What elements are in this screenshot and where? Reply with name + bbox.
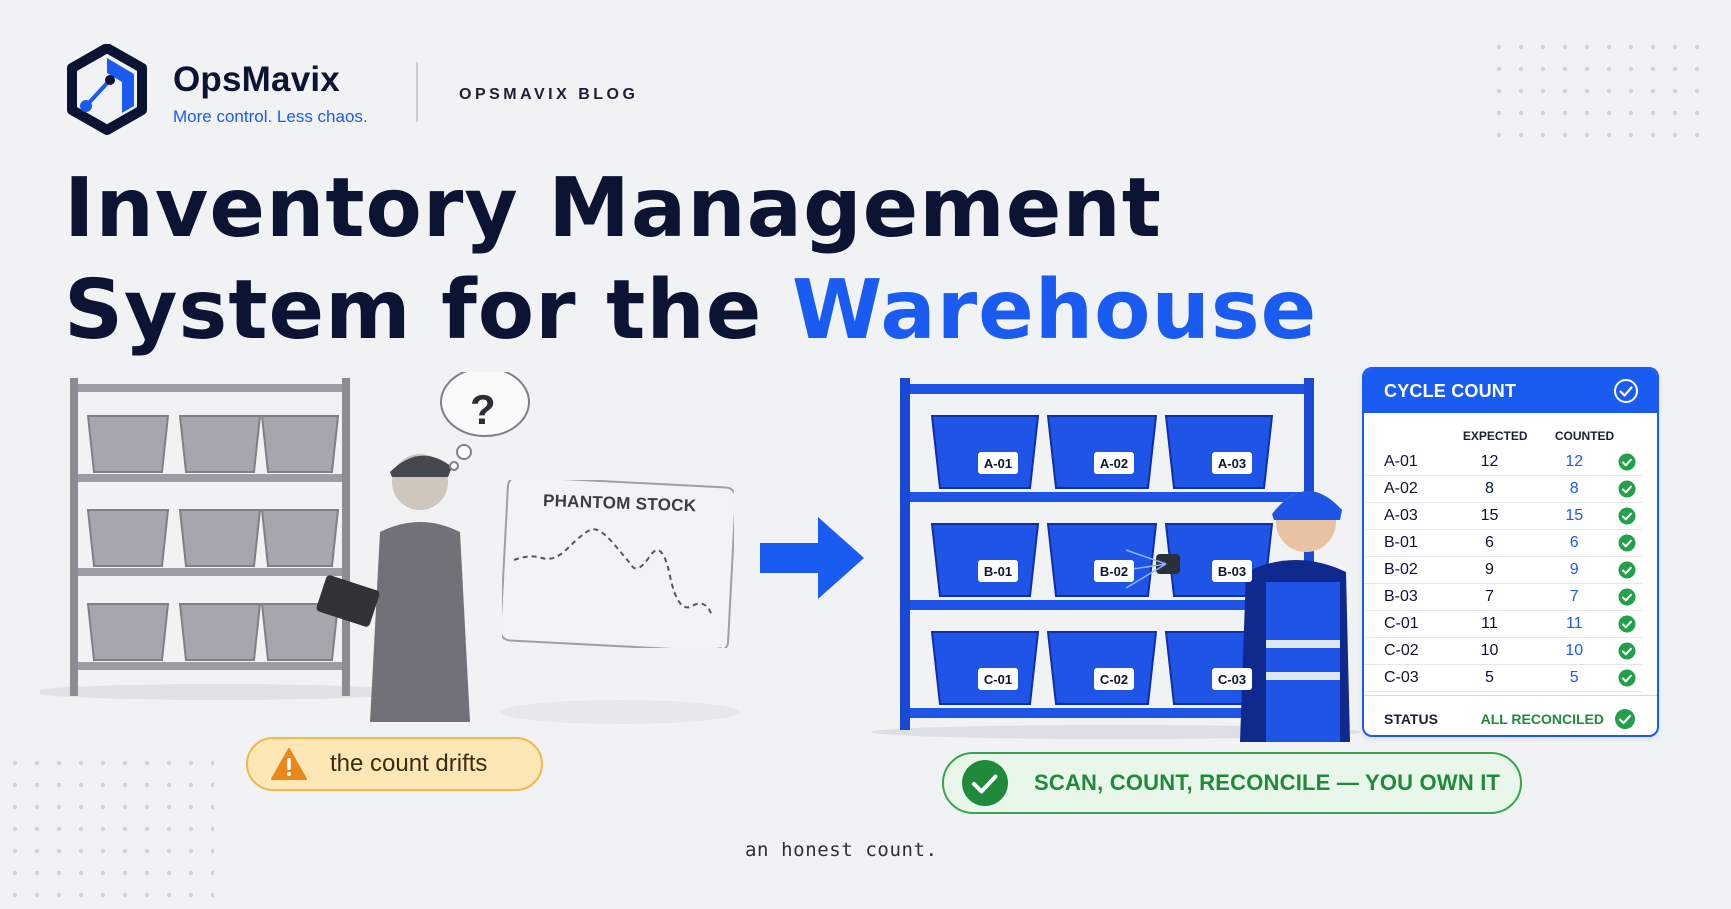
row-expected: 9 xyxy=(1485,561,1494,578)
row-counted: 5 xyxy=(1569,669,1579,686)
dot-grid-decoration xyxy=(1488,36,1716,146)
row-location: C-03 xyxy=(1384,669,1419,686)
cycle-count-row: C-03 5 5 xyxy=(1364,665,1643,692)
row-status xyxy=(1618,588,1643,606)
thought-question-mark: ? xyxy=(470,386,496,433)
cycle-count-row: A-02 8 8 xyxy=(1364,476,1643,503)
row-location: B-01 xyxy=(1384,534,1418,551)
check-circle-icon xyxy=(1618,480,1636,498)
cycle-count-row: A-03 15 15 xyxy=(1364,503,1643,530)
footer-caption: an honest count. xyxy=(745,839,938,861)
status-value: ALL RECONCILED xyxy=(1480,710,1604,727)
cycle-count-row: A-01 12 12 xyxy=(1364,449,1643,476)
row-location: B-02 xyxy=(1384,561,1418,578)
row-counted: 9 xyxy=(1569,561,1579,578)
row-counted: 11 xyxy=(1565,615,1583,632)
dot-grid-decoration xyxy=(4,752,214,902)
row-counted: 8 xyxy=(1569,480,1579,497)
bin-label: B-01 xyxy=(978,560,1018,582)
check-circle-icon xyxy=(1618,588,1636,606)
cycle-count-row: C-01 11 11 xyxy=(1364,611,1643,638)
row-location: C-01 xyxy=(1384,615,1419,632)
row-location: A-02 xyxy=(1384,480,1418,497)
row-location: A-01 xyxy=(1384,453,1418,470)
status-label: STATUS xyxy=(1384,710,1438,727)
row-expected: 8 xyxy=(1485,480,1494,497)
bin-label: B-03 xyxy=(1212,560,1252,582)
check-circle-outline-icon xyxy=(1614,379,1638,403)
bin-label: C-01 xyxy=(978,668,1018,690)
check-circle-icon xyxy=(1618,669,1636,687)
row-counted: 15 xyxy=(1565,507,1584,524)
title-line-2-prefix: System for the xyxy=(64,263,792,358)
warning-icon xyxy=(271,748,307,780)
row-location: A-03 xyxy=(1384,507,1418,524)
page-title-line-1: Inventory Management xyxy=(64,161,1162,256)
bin-label: A-01 xyxy=(978,452,1018,474)
row-status xyxy=(1618,534,1643,552)
transition-arrow-icon xyxy=(760,517,864,599)
header-divider xyxy=(416,62,418,122)
row-status xyxy=(1618,669,1643,687)
cycle-count-status-row: STATUS ALL RECONCILED xyxy=(1364,695,1657,735)
bin-label: A-03 xyxy=(1212,452,1252,474)
bin-label: A-02 xyxy=(1094,452,1134,474)
row-status xyxy=(1618,453,1643,471)
cycle-count-header: CYCLE COUNT xyxy=(1364,369,1657,413)
row-status xyxy=(1618,507,1643,525)
title-accent-word: Warehouse xyxy=(791,263,1318,358)
check-circle-icon xyxy=(1618,507,1636,525)
cycle-count-row: B-03 7 7 xyxy=(1364,584,1643,611)
check-circle-icon xyxy=(1618,561,1636,579)
row-status xyxy=(1618,561,1643,579)
left-illustration-messy-warehouse xyxy=(40,372,740,724)
brand-tagline: More control. Less chaos. xyxy=(173,107,368,126)
bin-label: B-02 xyxy=(1094,560,1134,582)
phantom-stock-chart-panel xyxy=(502,480,734,648)
bin-label: C-02 xyxy=(1094,668,1134,690)
cycle-count-title: CYCLE COUNT xyxy=(1384,380,1517,401)
row-status xyxy=(1618,480,1643,498)
blog-label: OPSMAVIX BLOG xyxy=(459,86,639,103)
cycle-count-row: B-01 6 6 xyxy=(1364,530,1643,557)
check-circle-icon xyxy=(1618,453,1636,471)
opsmavix-logo-icon xyxy=(67,44,147,135)
count-drifts-badge: the count drifts xyxy=(246,737,543,791)
column-header-counted: COUNTED xyxy=(1554,429,1615,443)
check-circle-icon xyxy=(1618,534,1636,552)
row-location: C-02 xyxy=(1384,642,1419,659)
row-location: B-03 xyxy=(1384,588,1418,605)
row-expected: 10 xyxy=(1480,642,1499,659)
row-status xyxy=(1618,642,1643,660)
row-counted: 6 xyxy=(1569,534,1579,551)
row-expected: 12 xyxy=(1480,453,1499,470)
check-circle-icon xyxy=(1618,642,1636,660)
row-counted: 12 xyxy=(1565,453,1584,470)
cycle-count-row: C-02 10 10 xyxy=(1364,638,1643,665)
cycle-count-row: B-02 9 9 xyxy=(1364,557,1643,584)
row-expected: 15 xyxy=(1480,507,1499,524)
row-expected: 11 xyxy=(1481,615,1498,632)
row-counted: 7 xyxy=(1569,588,1579,605)
check-circle-icon xyxy=(1618,615,1636,633)
right-illustration-organized-warehouse xyxy=(871,378,1360,742)
count-drifts-text: the count drifts xyxy=(330,750,488,777)
scan-count-reconcile-text: SCAN, COUNT, RECONCILE — YOU OWN IT xyxy=(1034,770,1501,795)
check-circle-icon xyxy=(962,760,1008,806)
row-status xyxy=(1618,615,1643,633)
row-counted: 10 xyxy=(1565,642,1584,659)
bin-label: C-03 xyxy=(1212,668,1252,690)
cycle-count-column-headers: EXPECTED COUNTED xyxy=(1364,413,1657,443)
row-expected: 5 xyxy=(1485,669,1494,686)
check-circle-icon xyxy=(1615,708,1635,729)
row-expected: 6 xyxy=(1485,534,1494,551)
row-expected: 7 xyxy=(1485,588,1494,605)
page-title-line-2: System for the Warehouse xyxy=(64,270,1317,352)
brand-name: OpsMavix xyxy=(173,60,340,99)
column-header-expected: EXPECTED xyxy=(1462,429,1528,443)
scan-count-reconcile-badge: SCAN, COUNT, RECONCILE — YOU OWN IT xyxy=(942,752,1522,814)
